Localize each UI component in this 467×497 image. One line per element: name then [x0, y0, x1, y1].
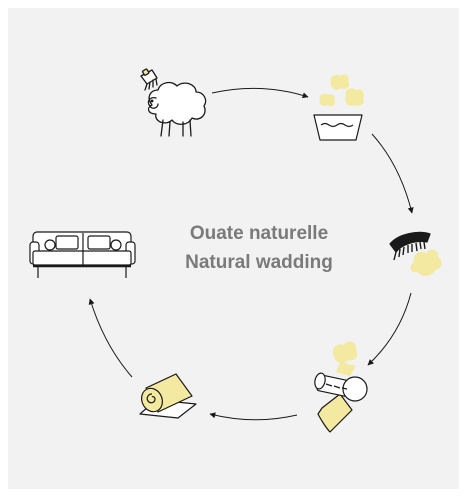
diagram-title: Ouate naturelle Natural wadding — [150, 219, 368, 277]
arrow-shearing-to-washing — [211, 87, 309, 99]
carding-machine-icon — [314, 341, 368, 433]
title-english: Natural wadding — [185, 252, 333, 273]
arrow-carding-to-machine — [367, 292, 412, 366]
arrow-roll-to-sofa — [88, 298, 133, 378]
sheep-shearing-icon — [140, 68, 207, 137]
arrow-machine-to-roll — [209, 412, 298, 421]
wadding-roll-icon — [139, 373, 197, 419]
arrow-washing-to-carding — [371, 133, 414, 214]
wool-carding-icon — [389, 231, 442, 276]
title-french: Ouate naturelle — [189, 223, 329, 244]
sofa-icon — [29, 231, 136, 278]
wool-washing-icon — [313, 74, 364, 141]
